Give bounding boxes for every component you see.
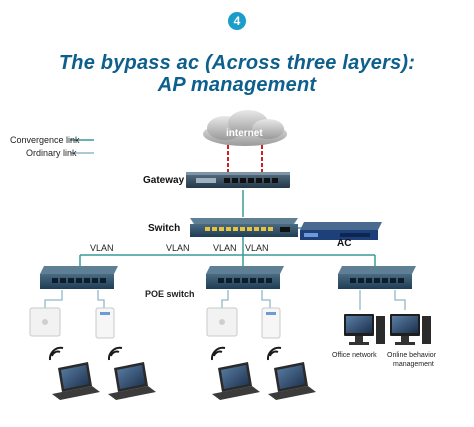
step-number-badge: 4 xyxy=(228,12,246,30)
ap-link xyxy=(221,290,229,308)
gateway-label: Gateway xyxy=(143,175,185,186)
ap-link xyxy=(97,290,105,308)
ceiling-ap-icon xyxy=(29,307,61,337)
wall-ap-icon xyxy=(261,307,281,339)
office-network-label: Office network xyxy=(332,352,377,359)
wifi-signal-icon xyxy=(48,346,282,361)
online-behavior-label-line2: management xyxy=(393,361,434,368)
legend-convergence-label: Convergence link xyxy=(10,135,80,145)
title-line-1: The bypass ac (Across three layers): xyxy=(58,52,416,74)
legend-ordinary-label: Ordinary link xyxy=(26,148,77,158)
poe-switch-left-icon xyxy=(40,266,118,289)
vlan-label: VLAN xyxy=(245,243,269,253)
pc-link xyxy=(394,290,406,310)
ap-link xyxy=(261,290,271,308)
laptop-icon xyxy=(108,362,156,400)
internet-cloud-icon xyxy=(203,110,287,146)
desktop-computer-icon xyxy=(390,314,431,345)
laptop-icon xyxy=(268,362,316,400)
core-switch-icon xyxy=(190,218,298,237)
gateway-router-icon xyxy=(186,172,290,188)
poe-switch-middle-icon xyxy=(206,266,284,289)
vlan-label: VLAN xyxy=(213,243,237,253)
online-behavior-label-line1: Online behavior xyxy=(387,352,437,359)
wall-ap-icon xyxy=(95,307,115,339)
switch-label: Switch xyxy=(148,223,181,234)
laptop-icon xyxy=(52,362,100,400)
poe-switch-label: POE switch xyxy=(145,289,195,299)
ac-label: AC xyxy=(337,238,352,249)
ac-controller-icon xyxy=(300,222,382,240)
poe-switch-right-icon xyxy=(338,266,416,289)
ap-link xyxy=(44,290,63,308)
ceiling-ap-icon xyxy=(206,307,238,337)
internet-label: internet xyxy=(226,128,263,139)
vlan-label: VLAN xyxy=(90,243,114,253)
vlan-label: VLAN xyxy=(166,243,190,253)
title-line-2: AP management xyxy=(157,74,317,96)
desktop-computer-icon xyxy=(344,314,385,345)
laptop-icon xyxy=(212,362,260,400)
